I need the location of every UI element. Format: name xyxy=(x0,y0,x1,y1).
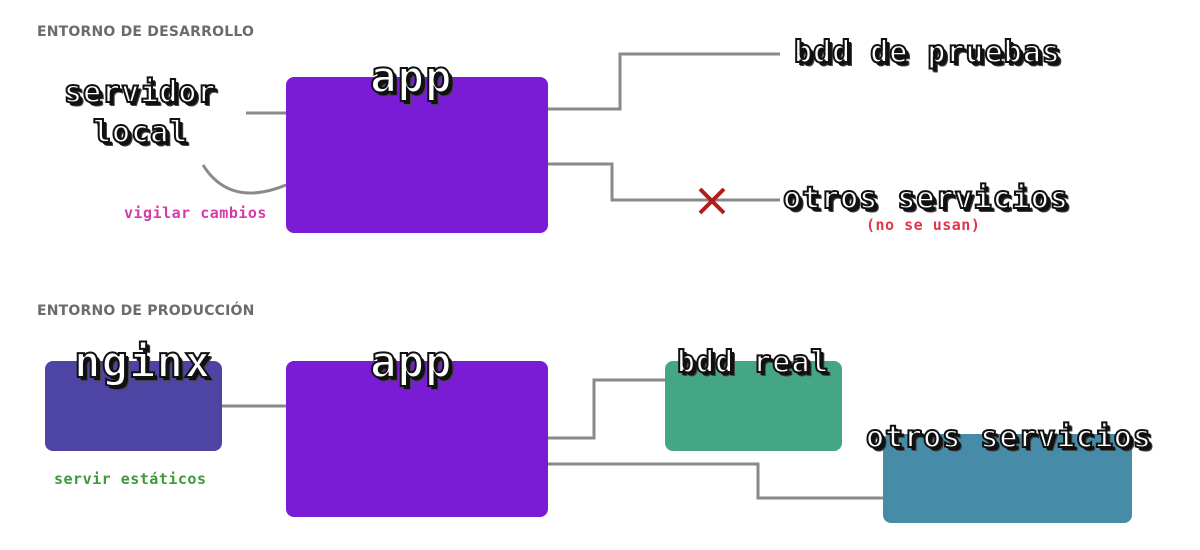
prod-real-db-label: bdd real xyxy=(676,345,830,380)
prod-other-services-box xyxy=(883,434,1132,523)
prod-real-db-box xyxy=(665,361,842,451)
dev-unused-note: (no se usan) xyxy=(866,216,981,234)
dev-test-db-label: bdd de pruebas xyxy=(793,35,1061,70)
dev-server-label-line1: servidor xyxy=(63,75,217,110)
dev-server-label-line2: local xyxy=(92,115,189,150)
prod-static-note: servir estáticos xyxy=(54,470,207,488)
connector-app-other-services-dev xyxy=(546,162,780,202)
prod-nginx-box xyxy=(45,361,222,451)
blocked-connection-icon xyxy=(698,187,726,215)
dev-other-services-label: otros servicios xyxy=(782,181,1069,216)
prod-app-box xyxy=(286,361,548,517)
dev-app-box xyxy=(286,77,548,233)
connector-watch-changes xyxy=(201,164,287,195)
prod-other-services-label: otros servicios xyxy=(865,420,1152,455)
connector-app-real-db xyxy=(548,378,665,440)
connector-app-test-db xyxy=(546,52,780,111)
dev-section-title: ENTORNO DE DESARROLLO xyxy=(37,24,255,40)
prod-app-label: app xyxy=(369,337,453,388)
dev-app-label: app xyxy=(369,52,453,103)
connector-app-other-services-prod xyxy=(548,462,883,500)
prod-section-title: ENTORNO DE PRODUCCIÓN xyxy=(37,303,255,319)
dev-watch-changes-note: vigilar cambios xyxy=(124,204,267,222)
prod-nginx-label: nginx xyxy=(73,337,212,388)
